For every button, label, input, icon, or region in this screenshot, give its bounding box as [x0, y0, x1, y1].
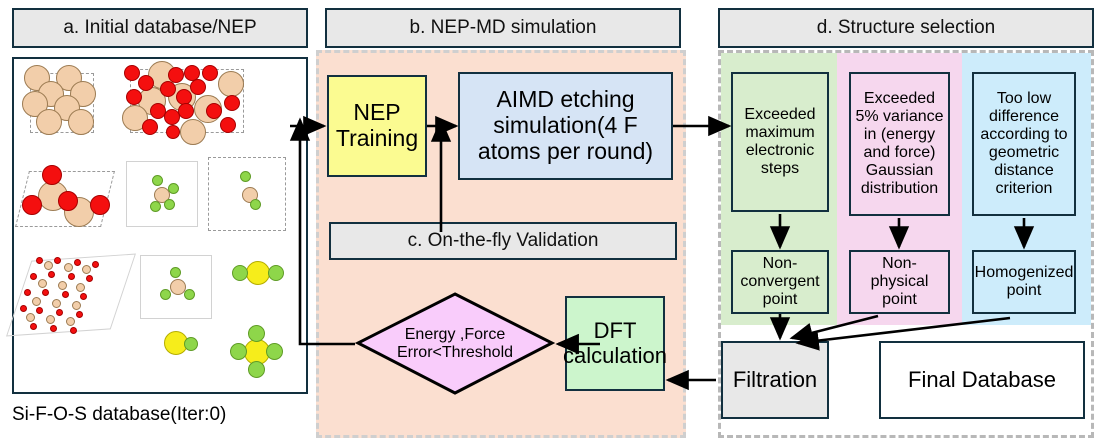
diamond-shape	[355, 292, 555, 395]
structure-si-f-small-1	[126, 161, 200, 229]
point-label-2: Non-physical point	[870, 255, 929, 308]
dft-calculation-label: DFT calculation	[563, 317, 667, 368]
nep-training-box[interactable]: NEP Training	[327, 75, 427, 177]
point-label-1: Non-convergent point	[740, 255, 820, 308]
panel-b-header: b. NEP-MD simulation	[325, 8, 681, 48]
panel-a-caption: Si-F-O-S database(Iter:0)	[12, 404, 227, 425]
structure-s-f4	[226, 325, 290, 383]
structure-si-f-small-2	[208, 157, 292, 233]
final-database-box[interactable]: Final Database	[879, 341, 1085, 419]
criterion-box-1[interactable]: Exceeded maximum electronic steps	[731, 72, 829, 212]
criterion-box-3[interactable]: Too low difference according to geometri…	[972, 72, 1076, 216]
filtration-label: Filtration	[732, 366, 818, 392]
aimd-simulation-box[interactable]: AIMD etching simulation(4 F atoms per ro…	[458, 72, 673, 180]
panel-d-header: d. Structure selection	[718, 8, 1094, 48]
criterion-label-3: Too low difference according to geometri…	[980, 90, 1068, 197]
error-threshold-decision[interactable]: Energy ,Force Error<Threshold	[355, 291, 555, 396]
structure-si-o-molecule	[15, 165, 116, 237]
aimd-simulation-label: AIMD etching simulation(4 F atoms per ro…	[477, 86, 654, 164]
criterion-label-2: Exceeded 5% variance in (energy and forc…	[855, 90, 944, 197]
criterion-label-1: Exceeded maximum electronic steps	[744, 106, 816, 177]
structure-s-f2	[228, 259, 288, 293]
dft-calculation-box[interactable]: DFT calculation	[563, 296, 667, 391]
final-database-label: Final Database	[908, 366, 1056, 392]
panel-a-structure-gallery	[6, 57, 308, 394]
panel-a-header: a. Initial database/NEP	[12, 8, 308, 48]
filtration-box[interactable]: Filtration	[721, 341, 829, 419]
structure-si-crystal	[22, 65, 106, 137]
point-box-3[interactable]: Homogenized point	[972, 250, 1076, 314]
point-box-1[interactable]: Non-convergent point	[731, 250, 829, 314]
structure-s-f	[164, 331, 212, 361]
panel-d-region	[718, 50, 1094, 438]
panel-c-header: c. On-the-fly Validation	[329, 222, 677, 260]
structure-si-f-small-3	[140, 255, 216, 325]
nep-training-label: NEP Training	[335, 99, 419, 151]
point-box-2[interactable]: Non-physical point	[849, 250, 950, 314]
structure-sio2-supercell	[6, 253, 136, 345]
structure-si-o-slab	[120, 61, 256, 145]
point-label-3: Homogenized point	[974, 264, 1074, 299]
criterion-box-2[interactable]: Exceeded 5% variance in (energy and forc…	[849, 72, 950, 216]
error-threshold-label: Energy ,Force Error<Threshold	[396, 325, 514, 361]
